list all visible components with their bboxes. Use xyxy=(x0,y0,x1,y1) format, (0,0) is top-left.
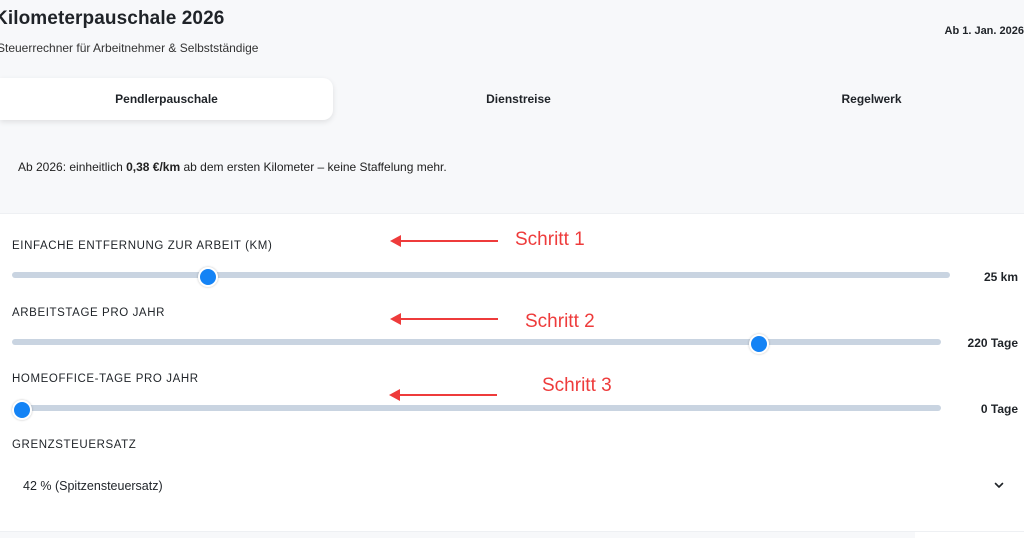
tax-rate-select[interactable]: 42 % (Spitzensteuersatz) xyxy=(12,470,1012,504)
homeoffice-value: 0 Tage xyxy=(980,402,1018,416)
annotation-step-2: Schritt 2 xyxy=(525,311,595,332)
tab-regelwerk[interactable]: Regelwerk xyxy=(705,78,1024,120)
annotation-step-3: Schritt 3 xyxy=(542,375,612,396)
distance-slider-track[interactable] xyxy=(12,272,950,278)
annotation-arrow-head xyxy=(389,389,400,401)
calculator-card xyxy=(0,213,1024,532)
tab-dienstreise[interactable]: Dienstreise xyxy=(352,78,685,120)
annotation-arrow-line xyxy=(400,240,498,242)
page-subtitle: Steuerrechner für Arbeitnehmer & Selbsts… xyxy=(0,41,259,55)
workdays-label: ARBEITSTAGE PRO JAHR xyxy=(12,307,166,319)
tab-label: Regelwerk xyxy=(841,92,902,106)
homeoffice-slider-track[interactable] xyxy=(12,405,941,411)
workdays-slider-thumb[interactable] xyxy=(749,334,769,354)
card-corner xyxy=(915,532,1024,538)
tab-label: Pendlerpauschale xyxy=(115,92,218,106)
rate-value: 0,38 €/km xyxy=(126,160,181,174)
date-badge: Ab 1. Jan. 2026 xyxy=(944,25,1024,37)
tax-rate-label: GRENZSTEUERSATZ xyxy=(12,439,137,451)
chevron-down-icon xyxy=(994,482,1004,488)
annotation-arrow-line xyxy=(399,394,497,396)
tax-rate-selected: 42 % (Spitzensteuersatz) xyxy=(23,479,163,493)
annotation-step-1: Schritt 1 xyxy=(515,229,585,250)
distance-label: EINFACHE ENTFERNUNG ZUR ARBEIT (KM) xyxy=(12,240,273,252)
page-title: Kilometerpauschale 2026 xyxy=(0,8,225,29)
rate-info: Ab 2026: einheitlich 0,38 €/km ab dem er… xyxy=(18,160,447,174)
homeoffice-slider-thumb[interactable] xyxy=(12,400,32,420)
distance-value: 25 km xyxy=(983,270,1018,284)
tab-pendlerpauschale[interactable]: Pendlerpauschale xyxy=(0,78,333,120)
homeoffice-label: HOMEOFFICE-TAGE PRO JAHR xyxy=(12,373,199,385)
tab-label: Dienstreise xyxy=(486,92,551,106)
annotation-arrow-line xyxy=(400,318,498,320)
workdays-value: 220 Tage xyxy=(967,336,1018,350)
annotation-arrow-head xyxy=(390,313,401,325)
rate-info-suffix: ab dem ersten Kilometer – keine Staffelu… xyxy=(180,160,447,174)
workdays-slider-track[interactable] xyxy=(12,339,941,345)
distance-slider-thumb[interactable] xyxy=(198,267,218,287)
rate-info-prefix: Ab 2026: einheitlich xyxy=(18,160,127,174)
annotation-arrow-head xyxy=(390,235,401,247)
tab-bar: Pendlerpauschale Dienstreise Regelwerk xyxy=(0,78,1024,122)
